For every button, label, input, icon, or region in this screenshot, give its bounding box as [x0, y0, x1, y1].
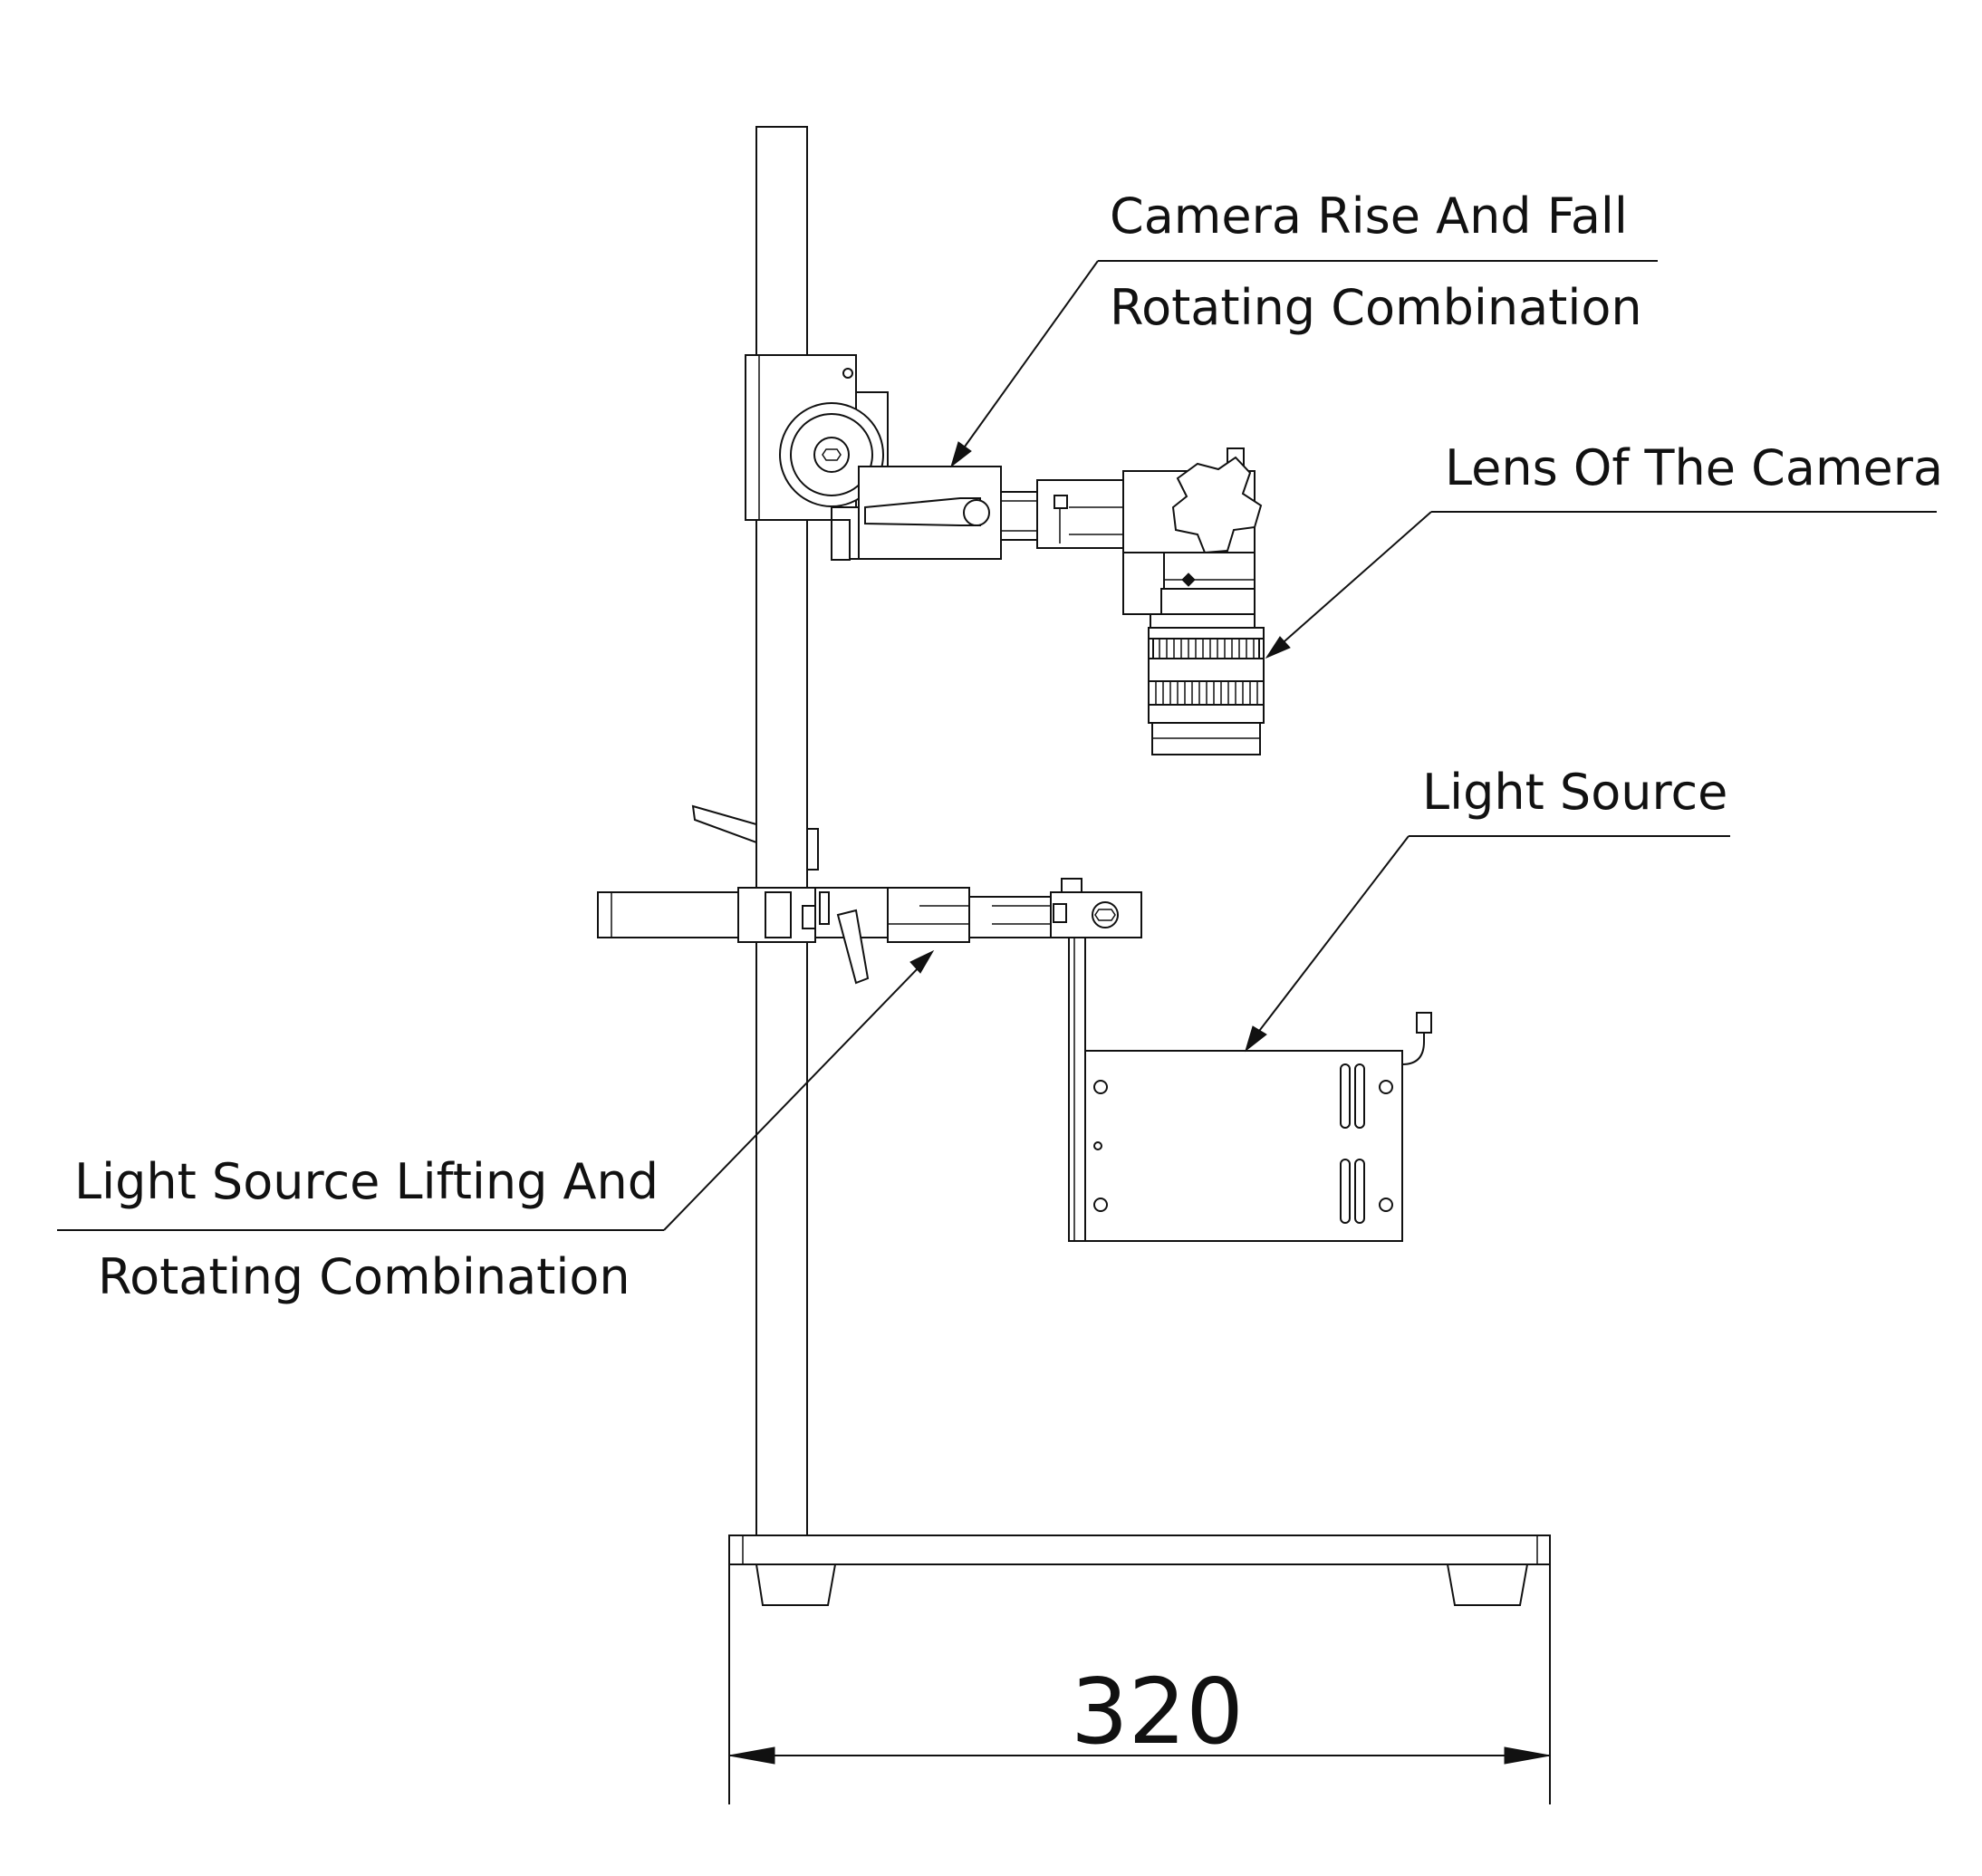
- lens: [1148, 627, 1265, 755]
- camera-bracket: [745, 354, 1129, 561]
- label-light-lift-line2: Rotating Combination: [98, 1248, 630, 1305]
- light-source-box: [1084, 1012, 1432, 1242]
- light-bracket: [597, 804, 1142, 1242]
- dimension-value: 320: [1071, 1659, 1244, 1765]
- camera-body: [1122, 447, 1263, 629]
- label-light-lift-line1: Light Source Lifting And: [74, 1153, 659, 1210]
- lens-ring-lower: [1148, 680, 1265, 706]
- lens-ring-upper: [1152, 638, 1260, 659]
- leader-camera-rise: [950, 260, 1658, 468]
- label-camera-rise-line2: Rotating Combination: [1110, 279, 1642, 336]
- label-light-source: Light Source: [1422, 764, 1728, 821]
- leader-light-source: [1245, 835, 1730, 1053]
- vertical-column: [755, 126, 808, 1536]
- base-plate: [728, 1534, 1551, 1606]
- leader-light-lift: [57, 949, 935, 1231]
- label-camera-rise-line1: Camera Rise And Fall: [1110, 188, 1628, 245]
- leader-lens: [1265, 511, 1937, 659]
- label-lens: Lens Of The Camera: [1445, 439, 1944, 496]
- dimension-base-width: [728, 1564, 1551, 1804]
